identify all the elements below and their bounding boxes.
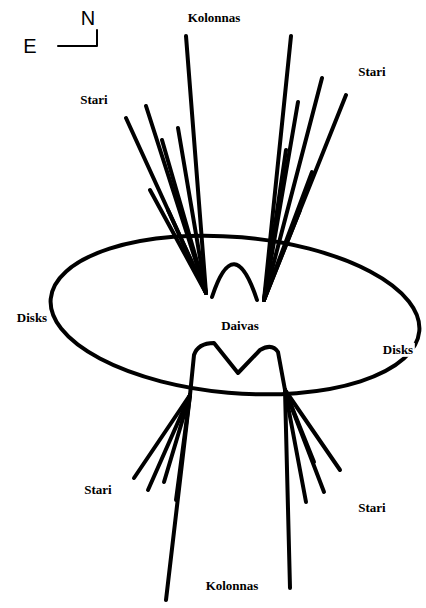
part-label: Stari: [82, 483, 113, 497]
part-label: Kolonnas: [204, 579, 261, 593]
disk-ellipse: [44, 221, 426, 409]
part-label: Stari: [356, 501, 387, 515]
part-label: Daivas: [219, 319, 261, 333]
part-label: Disks: [15, 311, 49, 325]
star-fan: [126, 106, 206, 293]
part-label: Stari: [78, 93, 109, 107]
compass-arrows: [58, 30, 97, 46]
compass-letter: N: [79, 7, 97, 29]
part-label: Stari: [356, 65, 387, 79]
part-label: Kolonnas: [186, 11, 243, 25]
compass-letter: E: [21, 35, 38, 57]
star-fan: [264, 78, 346, 300]
star-fan: [134, 395, 190, 500]
star-fan: [285, 390, 340, 502]
part-label: Disks: [381, 343, 415, 357]
arch-line: [212, 264, 257, 300]
outflow-shape: [190, 343, 285, 395]
